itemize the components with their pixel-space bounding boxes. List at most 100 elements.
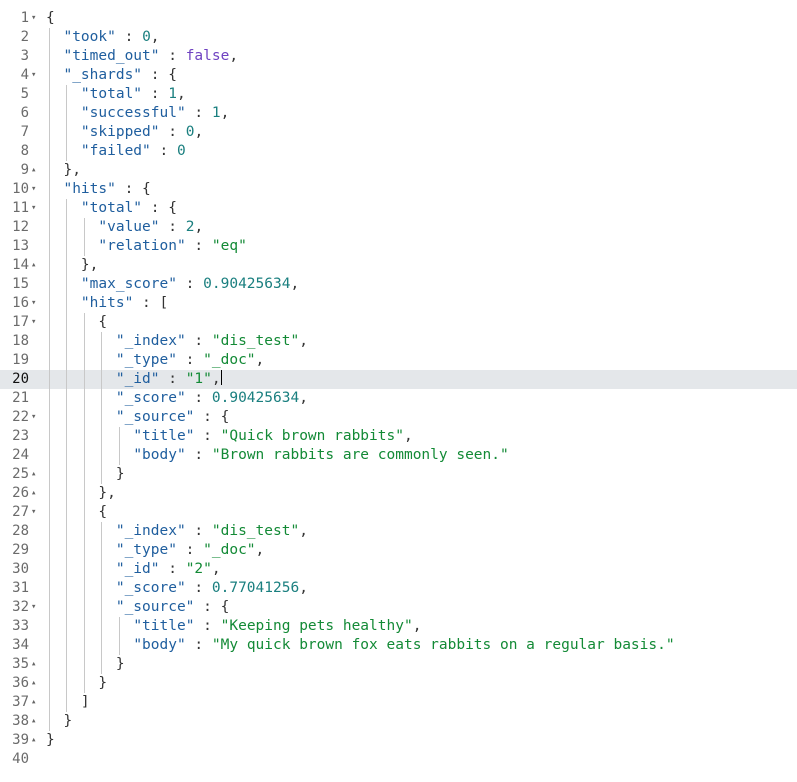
code-text: "_score" : 0.77041256, (115, 580, 308, 596)
indent-guide (118, 617, 120, 655)
code-line[interactable]: 14▴ }, (0, 256, 797, 275)
code-line[interactable]: 11▾ "total" : { (0, 199, 797, 218)
code-line[interactable]: 39▴} (0, 731, 797, 750)
line-number: 28 (12, 523, 29, 539)
code-line[interactable]: 4▾ "_shards" : { (0, 66, 797, 85)
code-line[interactable]: 29 "_type" : "_doc", (0, 541, 797, 560)
code-text: "skipped" : 0, (80, 124, 204, 140)
line-number: 11 (12, 200, 29, 216)
indent-guide (83, 313, 85, 693)
code-text: "_source" : { (115, 409, 230, 425)
code-text: "max_score" : 0.90425634, (80, 276, 300, 292)
fold-arrow-down-icon[interactable]: ▾ (31, 70, 37, 80)
code-text: "_type" : "_doc", (115, 542, 265, 558)
code-text: "failed" : 0 (80, 143, 186, 159)
line-number: 10 (12, 181, 29, 197)
fold-arrow-up-icon[interactable]: ▴ (31, 716, 37, 726)
code-line[interactable]: 25▴ } (0, 465, 797, 484)
line-number: 26 (12, 485, 29, 501)
code-line[interactable]: 38▴ } (0, 712, 797, 731)
line-number: 17 (12, 314, 29, 330)
line-number: 21 (12, 390, 29, 406)
code-line[interactable]: 12 "value" : 2, (0, 218, 797, 237)
code-text: }, (46, 257, 99, 273)
code-line[interactable]: 24 "body" : "Brown rabbits are commonly … (0, 446, 797, 465)
fold-arrow-down-icon[interactable]: ▾ (31, 507, 37, 517)
code-text: } (46, 732, 55, 748)
line-number: 13 (12, 238, 29, 254)
code-line[interactable]: 31 "_score" : 0.77041256, (0, 579, 797, 598)
code-text: } (46, 675, 108, 691)
fold-arrow-down-icon[interactable]: ▾ (31, 203, 37, 213)
code-text: }, (46, 162, 81, 178)
code-line[interactable]: 33 "title" : "Keeping pets healthy", (0, 617, 797, 636)
code-text: "title" : "Quick brown rabbits", (133, 428, 413, 444)
code-line[interactable]: 40 (0, 750, 797, 769)
fold-arrow-up-icon[interactable]: ▴ (31, 488, 37, 498)
code-line[interactable]: 35▴ } (0, 655, 797, 674)
fold-arrow-down-icon[interactable]: ▾ (31, 602, 37, 612)
code-line[interactable]: 5 "total" : 1, (0, 85, 797, 104)
indent-guide (66, 199, 68, 712)
line-number: 37 (12, 694, 29, 710)
line-number: 35 (12, 656, 29, 672)
line-number: 15 (12, 276, 29, 292)
code-line[interactable]: 21 "_score" : 0.90425634, (0, 389, 797, 408)
code-line[interactable]: 37▴ ] (0, 693, 797, 712)
fold-arrow-down-icon[interactable]: ▾ (31, 317, 37, 327)
code-line[interactable]: 13 "relation" : "eq" (0, 237, 797, 256)
code-line[interactable]: 18 "_index" : "dis_test", (0, 332, 797, 351)
code-line[interactable]: 10▾ "hits" : { (0, 180, 797, 199)
fold-arrow-up-icon[interactable]: ▴ (31, 260, 37, 270)
fold-arrow-down-icon[interactable]: ▾ (31, 13, 37, 23)
fold-arrow-down-icon[interactable]: ▾ (31, 412, 37, 422)
code-line[interactable]: 22▾ "_source" : { (0, 408, 797, 427)
line-number: 9 (20, 162, 29, 178)
code-line[interactable]: 16▾ "hits" : [ (0, 294, 797, 313)
fold-arrow-up-icon[interactable]: ▴ (31, 469, 37, 479)
code-line[interactable]: 34 "body" : "My quick brown fox eats rab… (0, 636, 797, 655)
code-text: }, (46, 485, 116, 501)
code-line[interactable]: 32▾ "_source" : { (0, 598, 797, 617)
line-number: 18 (12, 333, 29, 349)
code-text: } (46, 466, 125, 482)
code-line[interactable]: 3 "timed_out" : false, (0, 47, 797, 66)
line-number: 22 (12, 409, 29, 425)
code-line[interactable]: 9▴ }, (0, 161, 797, 180)
line-number: 5 (20, 86, 29, 102)
code-line[interactable]: 1▾{ (0, 9, 797, 28)
code-text: "took" : 0, (63, 29, 160, 45)
fold-arrow-up-icon[interactable]: ▴ (31, 165, 37, 175)
code-text: { (46, 504, 108, 520)
code-line[interactable]: 30 "_id" : "2", (0, 560, 797, 579)
code-line[interactable]: 7 "skipped" : 0, (0, 123, 797, 142)
line-number: 29 (12, 542, 29, 558)
code-line[interactable]: 27▾ { (0, 503, 797, 522)
fold-arrow-up-icon[interactable]: ▴ (31, 697, 37, 707)
code-text: "total" : { (80, 200, 177, 216)
fold-arrow-up-icon[interactable]: ▴ (31, 735, 37, 745)
fold-arrow-up-icon[interactable]: ▴ (31, 678, 37, 688)
code-line[interactable]: 6 "successful" : 1, (0, 104, 797, 123)
code-text: "_index" : "dis_test", (115, 333, 308, 349)
code-line[interactable]: 20 "_id" : "1", (0, 370, 797, 389)
fold-arrow-down-icon[interactable]: ▾ (31, 298, 37, 308)
code-line[interactable]: 28 "_index" : "dis_test", (0, 522, 797, 541)
line-number: 2 (20, 29, 29, 45)
code-line[interactable]: 17▾ { (0, 313, 797, 332)
code-line[interactable]: 26▴ }, (0, 484, 797, 503)
code-line[interactable]: 36▴ } (0, 674, 797, 693)
code-line[interactable]: 2 "took" : 0, (0, 28, 797, 47)
line-number: 40 (12, 751, 29, 767)
code-line[interactable]: 15 "max_score" : 0.90425634, (0, 275, 797, 294)
fold-arrow-down-icon[interactable]: ▾ (31, 184, 37, 194)
code-line[interactable]: 19 "_type" : "_doc", (0, 351, 797, 370)
code-text: "value" : 2, (98, 219, 204, 235)
code-line[interactable]: 23 "title" : "Quick brown rabbits", (0, 427, 797, 446)
indent-guide (101, 522, 103, 674)
line-number: 39 (12, 732, 29, 748)
code-area[interactable] (42, 0, 797, 782)
fold-arrow-up-icon[interactable]: ▴ (31, 659, 37, 669)
code-line[interactable]: 8 "failed" : 0 (0, 142, 797, 161)
